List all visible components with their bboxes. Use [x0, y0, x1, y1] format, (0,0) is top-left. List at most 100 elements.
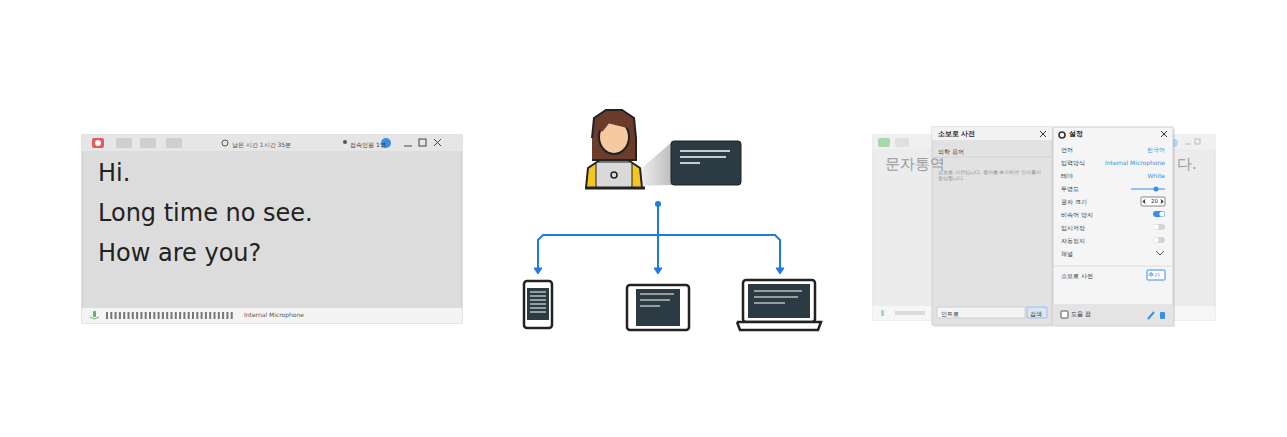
- caption-line: [680, 162, 700, 164]
- label-text: 설정: [1069, 131, 1083, 139]
- close-icon: [1161, 131, 1167, 137]
- level-bar: [145, 312, 147, 319]
- toggle-knob: [1153, 237, 1158, 242]
- arrow-head: [534, 268, 542, 274]
- laptop: [596, 162, 632, 188]
- close-icon: [434, 139, 441, 146]
- label-text: 자동정지: [1061, 237, 1085, 244]
- toggle-off: [1153, 224, 1165, 230]
- level-bar: [162, 312, 164, 319]
- pencil-icon: [1148, 312, 1154, 319]
- caption-line: [680, 150, 730, 152]
- label-text: 언어: [1061, 146, 1073, 153]
- branch-line: [657, 204, 659, 235]
- toggle-knob: [1153, 224, 1158, 229]
- label-text: 소보로 사전입니다. 용어를 추가하면 인식률이 향상됩니다.: [938, 169, 1042, 181]
- tablet-line: [640, 300, 670, 301]
- level-bar: [166, 312, 168, 319]
- add-button: [1147, 270, 1165, 280]
- level-bar: [231, 312, 233, 319]
- trash-icon: [1160, 312, 1165, 319]
- toggle-on: [1153, 211, 1165, 217]
- slider-track: [1131, 189, 1165, 190]
- level-bar: [171, 312, 173, 319]
- label-text: Internal Microphone: [1105, 159, 1165, 166]
- level-bar: [222, 312, 224, 319]
- label-text: Hi.: [98, 159, 130, 188]
- label-text: 테마: [1061, 172, 1073, 179]
- phone-line: [530, 304, 546, 305]
- level-bar: [179, 312, 181, 319]
- laptop-line: [754, 303, 785, 304]
- panel-frame: [932, 127, 1052, 325]
- user-icon: [343, 140, 347, 144]
- label-text: 다.: [1177, 155, 1197, 173]
- phone-line: [530, 292, 546, 293]
- caption-screen: [671, 141, 741, 185]
- maximize-icon: [419, 139, 426, 146]
- laptop-logo: [611, 172, 617, 178]
- record-dot: [95, 140, 101, 146]
- toggle-knob: [1159, 211, 1164, 216]
- divider: [932, 157, 1052, 158]
- settings-panel: 설정언어한국어입력방식Internal Microphone테마White투명도…: [1053, 127, 1173, 325]
- minimize-icon: [1185, 144, 1191, 145]
- branch-line: [657, 235, 659, 268]
- laptop-line: [754, 297, 798, 298]
- chevron-icon: [1156, 251, 1164, 255]
- level-bar: [110, 312, 112, 319]
- fringe: [600, 120, 628, 130]
- level-bar: [201, 312, 203, 319]
- label-text: 채널: [1061, 250, 1073, 257]
- window-frame: [82, 135, 462, 323]
- phone-line: [530, 296, 546, 297]
- level-bar: [136, 312, 138, 319]
- level-bar: [153, 312, 155, 319]
- label-text: How are you?: [98, 239, 261, 268]
- level-bar: [149, 312, 151, 319]
- label-text: 임시저장: [1061, 224, 1085, 231]
- record-button: [92, 138, 104, 148]
- maximize-icon: [1195, 139, 1200, 144]
- panel-frame: [1053, 127, 1173, 325]
- stepper: [1141, 197, 1165, 206]
- mic-icon: [90, 317, 99, 319]
- level-bar: [226, 312, 228, 319]
- tool-button: [116, 138, 132, 148]
- label-text: 20: [1151, 198, 1158, 205]
- dictionary-panel: 소보로 사전의학 용어소보로 사전입니다. 용어를 추가하면 인식률이 향상됩니…: [932, 127, 1052, 325]
- gear-icon: [1059, 132, 1065, 138]
- label-text: 의학 용어: [938, 148, 964, 155]
- level-bar: [175, 312, 177, 319]
- desk-line: [585, 187, 645, 190]
- level-bar: [132, 312, 134, 319]
- label-text: 소보로 사전: [1061, 272, 1093, 279]
- phone: [524, 281, 552, 328]
- tablet-screen: [636, 289, 680, 326]
- mic-icon: [881, 310, 884, 316]
- phone-line: [530, 308, 546, 309]
- close-icon: [434, 139, 441, 146]
- label-text: 글자 크기: [1061, 198, 1087, 205]
- record-button: [878, 138, 890, 147]
- stepper-left: [1143, 200, 1145, 204]
- tool-button: [140, 138, 156, 148]
- slider-knob: [1154, 187, 1159, 192]
- laptop-screen: [748, 284, 810, 318]
- level-bar: [205, 312, 207, 319]
- label-text: 검색: [1030, 311, 1042, 318]
- level-bar: [140, 312, 142, 319]
- level-bar: [895, 311, 925, 315]
- app-window: 남은 시간 1시간 35분접속인원 1명Hi.Long time no see.…: [82, 135, 462, 323]
- search-button: [1027, 307, 1047, 318]
- tablet-line: [640, 306, 660, 307]
- tool-button: [166, 138, 182, 148]
- toggle-off: [1153, 237, 1165, 243]
- clock-icon: [222, 140, 228, 146]
- label-text: Long time no see.: [98, 199, 313, 228]
- label-text: Internal Microphone: [244, 311, 304, 318]
- level-bar: [119, 312, 121, 319]
- branch-line: [538, 235, 780, 268]
- level-bar: [192, 312, 194, 319]
- panel-header: [932, 127, 1052, 140]
